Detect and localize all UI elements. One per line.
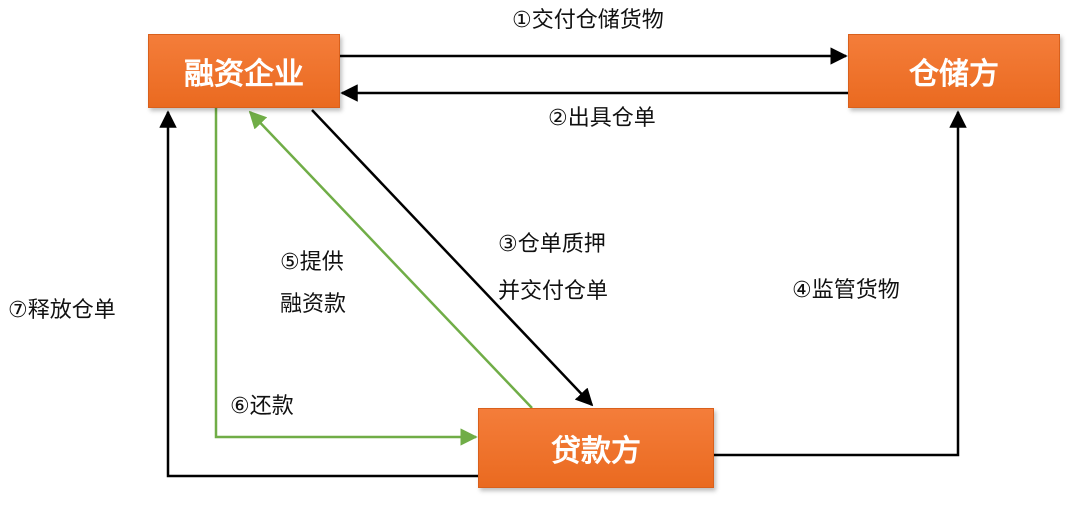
label-pledge-line1: ③仓单质押 — [498, 232, 606, 257]
node-lender: 贷款方 — [478, 408, 714, 488]
label-financing-line1: ⑤提供 — [280, 250, 344, 275]
label-release-receipt: ⑦释放仓单 — [8, 298, 116, 323]
arrow-repayment — [214, 108, 478, 446]
label-financing-line2: 融资款 — [280, 292, 347, 317]
label-supervise-goods: ④监管货物 — [792, 278, 900, 303]
arrow-pledge-receipt — [311, 109, 594, 407]
arrow-release-receipt — [159, 110, 478, 478]
label-deliver-goods: ①交付仓储货物 — [512, 8, 664, 33]
label-pledge-line2: 并交付仓单 — [498, 279, 609, 304]
node-enterprise: 融资企业 — [148, 34, 340, 108]
label-issue-receipt: ②出具仓单 — [548, 106, 656, 131]
arrow-provide-financing — [248, 110, 533, 409]
node-warehouse: 仓储方 — [848, 34, 1060, 108]
arrow-supervise-goods — [714, 110, 967, 457]
label-repayment: ⑥还款 — [230, 394, 294, 419]
